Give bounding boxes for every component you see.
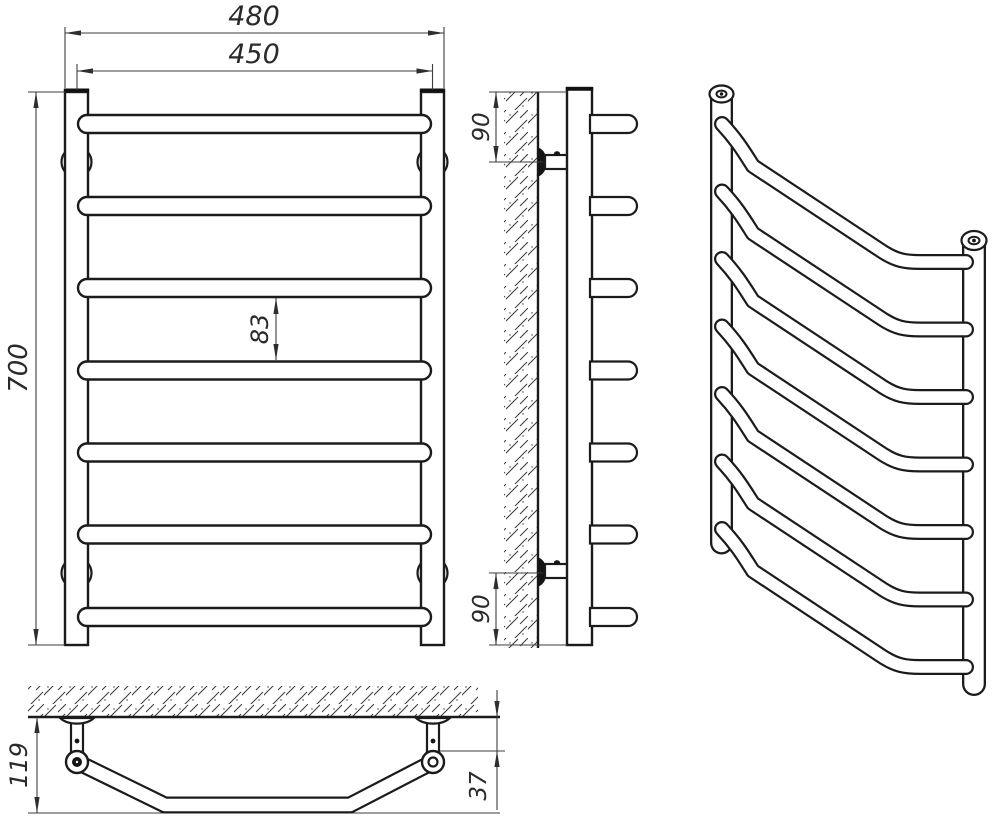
arm-screw-dot [430, 738, 436, 744]
dimension-wall-to-pivot: 37 [440, 690, 505, 810]
dimension-bracket-depth: 119 [5, 717, 40, 813]
rungs-3d [714, 116, 974, 675]
extension-line [489, 91, 567, 163]
arrowhead [494, 701, 500, 717]
arrowhead [493, 629, 499, 645]
tube-end-dot [719, 92, 724, 96]
rung [76, 195, 433, 217]
bracket-screw [554, 560, 560, 565]
arrowhead [33, 92, 39, 108]
arm-screw-dot [74, 738, 80, 744]
extension-line [28, 91, 65, 646]
tube-end-inner [967, 235, 981, 246]
arrowhead [273, 298, 279, 314]
rung [76, 442, 433, 463]
rung-stub [588, 442, 639, 463]
top-bracket [538, 147, 570, 177]
bracket-screw [554, 151, 560, 156]
rung-3d-fill [716, 388, 972, 538]
bracket-pin [543, 562, 570, 580]
right-rail-top-cap [960, 229, 988, 252]
wall-hatch [28, 686, 478, 717]
dimension-value: 90 [469, 594, 495, 623]
rung-stub [588, 524, 639, 545]
arrowhead [65, 30, 81, 36]
tube-end-dot [972, 238, 976, 243]
rung-stub [588, 606, 639, 628]
arrowhead [34, 717, 40, 733]
dimension-value: 90 [469, 112, 495, 141]
pivot-hole [427, 756, 439, 768]
rung [76, 606, 433, 628]
tube-end-inner [715, 89, 728, 99]
dimension-value: 83 [246, 314, 274, 345]
arrowhead [273, 344, 279, 360]
rung-top-profile-fill [70, 755, 440, 812]
extension-line [76, 64, 434, 90]
dimension-bottom-bracket-offset: 90 [469, 572, 567, 646]
dimension-value: 700 [4, 343, 34, 393]
right-bracket-top [413, 715, 453, 775]
rung-3d-fill [716, 253, 972, 403]
side-view: 90 90 [469, 86, 639, 648]
dimension-value: 119 [5, 742, 33, 788]
arrowhead [33, 629, 39, 645]
dimension-value: 37 [466, 771, 492, 801]
left-rail-top-cap [708, 84, 735, 104]
rung [76, 113, 433, 135]
dimension-value: 450 [228, 39, 280, 70]
dimension-overall-width: 480 [64, 1, 445, 88]
rung-stub [588, 360, 639, 381]
dimension-value: 480 [228, 1, 280, 32]
bracket-flange [413, 716, 453, 725]
rung [76, 524, 433, 545]
dimension-top-bracket-offset: 90 [469, 91, 567, 163]
left-bracket-top [57, 715, 97, 775]
extension-line [489, 572, 567, 646]
dimension-rail-center-width: 450 [76, 39, 434, 90]
arrowhead [416, 68, 433, 74]
rung [76, 360, 433, 381]
top-view: 119 37 [5, 686, 505, 814]
rung-3d-fill [716, 118, 972, 268]
rung [76, 277, 433, 299]
rung-stub [588, 113, 639, 135]
front-view: 480 450 700 83 [4, 1, 449, 647]
arrowhead [34, 797, 40, 813]
rung-stub [588, 195, 639, 217]
arrowhead [494, 751, 500, 767]
isometric-view [708, 84, 988, 696]
dimension-rung-gap: 83 [246, 298, 279, 360]
extension-line [64, 27, 445, 88]
rail-profile [565, 86, 594, 647]
arrowhead [493, 573, 499, 589]
dimension-overall-height: 700 [4, 91, 65, 646]
arrowhead [493, 146, 499, 162]
rung-3d-fill [716, 185, 972, 336]
rungs [76, 113, 433, 628]
rung-3d-fill [716, 320, 972, 471]
rung-3d-fill [716, 523, 972, 673]
arrowhead [77, 68, 93, 74]
pivot-screw-center [75, 760, 79, 764]
rung-stubs [588, 113, 639, 628]
arrowhead [428, 30, 444, 36]
bracket-pin [543, 153, 570, 171]
arrowhead [493, 92, 499, 108]
bottom-bracket [538, 557, 570, 587]
rung-stub [588, 277, 639, 299]
wall-hatch [504, 92, 538, 648]
bracket-flange [57, 716, 97, 725]
rung-3d-fill [716, 455, 972, 606]
